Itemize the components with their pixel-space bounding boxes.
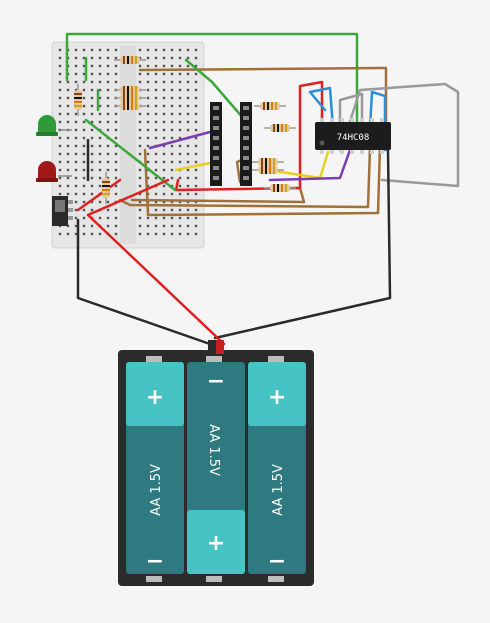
battery-1-bottom-symbol: − xyxy=(146,549,164,574)
ic-74hc08[interactable]: 74HC08 xyxy=(315,118,391,154)
battery-3-label: AA 1.5V xyxy=(271,464,286,516)
battery-2[interactable]: − + AA 1.5V xyxy=(187,362,245,574)
resistor[interactable] xyxy=(114,94,146,102)
breadboard-holes xyxy=(58,48,198,236)
wire-purple[interactable] xyxy=(148,130,352,182)
wire-brown-left[interactable] xyxy=(143,144,382,217)
battery-1-label: AA 1.5V xyxy=(149,464,164,516)
pin-header-left[interactable] xyxy=(210,102,222,186)
battery-3-bottom-symbol: − xyxy=(268,549,286,574)
resistor[interactable] xyxy=(252,158,284,166)
battery-terminal-negative[interactable] xyxy=(208,340,216,354)
green-led[interactable] xyxy=(36,115,72,136)
battery-2-bottom-symbol: + xyxy=(207,531,225,556)
battery-1[interactable]: + − AA 1.5V xyxy=(126,362,184,574)
resistor[interactable] xyxy=(264,184,296,192)
resistors xyxy=(74,56,296,204)
battery-1-top-symbol: + xyxy=(146,385,164,410)
chip-label: 74HC08 xyxy=(337,133,370,143)
battery-terminal-positive[interactable] xyxy=(216,340,224,354)
battery-3-top-symbol: + xyxy=(268,385,286,410)
breadboard xyxy=(51,41,205,249)
wire-green-short[interactable] xyxy=(84,56,100,112)
resistor[interactable] xyxy=(114,102,146,110)
red-led[interactable] xyxy=(36,161,72,182)
battery-2-label: AA 1.5V xyxy=(206,424,221,476)
wire-black-battery-neg[interactable] xyxy=(76,148,392,346)
resistor[interactable] xyxy=(74,84,82,116)
wire-green-diag-2[interactable] xyxy=(84,118,177,192)
wire-red-battery-pos[interactable] xyxy=(76,178,226,346)
resistor[interactable] xyxy=(114,86,146,94)
wire-brown-bottom[interactable] xyxy=(118,146,372,209)
battery-3[interactable]: + − AA 1.5V xyxy=(248,362,306,574)
chip-notch xyxy=(319,140,325,146)
resistor[interactable] xyxy=(264,124,296,132)
resistor[interactable] xyxy=(102,172,110,204)
pin-header-right[interactable] xyxy=(240,102,252,186)
resistor[interactable] xyxy=(252,166,284,174)
battery-2-top-symbol: − xyxy=(207,369,225,394)
wire-green-diag-1[interactable] xyxy=(184,58,252,128)
resistor[interactable] xyxy=(254,102,286,110)
wire-blue[interactable] xyxy=(308,86,335,130)
resistor[interactable] xyxy=(114,56,146,64)
wire-green-top[interactable] xyxy=(65,32,359,130)
slide-switch[interactable] xyxy=(52,196,73,226)
wire-gray-big[interactable] xyxy=(346,82,460,188)
